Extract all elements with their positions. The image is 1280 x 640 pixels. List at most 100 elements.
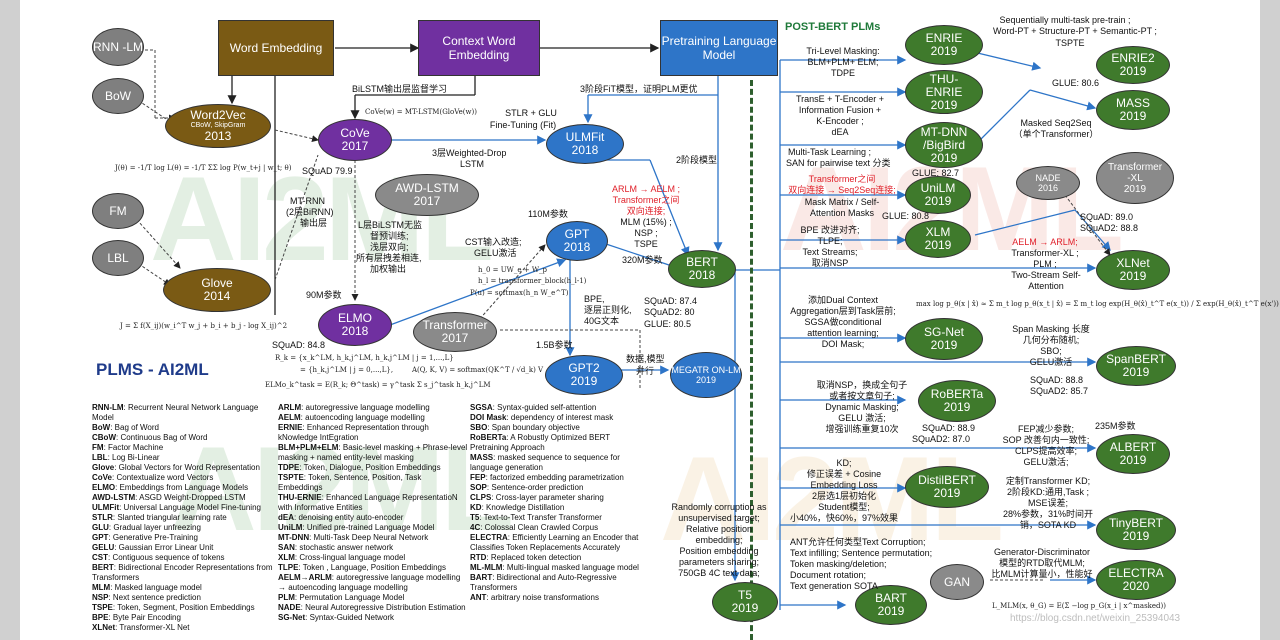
- legend-definition: : Enhanced Representation through kNowle…: [278, 423, 429, 442]
- formula-elmo-2: = {h_k,j^LM | j = 0,...,L},: [300, 366, 394, 374]
- node-roberta-name: RoBERTa: [930, 387, 984, 401]
- note-span-1: Span Masking 长度: [1012, 324, 1090, 334]
- legend-definition: : Bidirectional and Auto-Regressive Tran…: [470, 573, 617, 592]
- node-roberta: RoBERTa 2019: [918, 380, 996, 422]
- node-nade-year: 2016: [1037, 183, 1059, 193]
- note-unilm-4: Attention Masks: [809, 208, 875, 218]
- note-unilm-1: Transformer之间: [808, 174, 876, 184]
- note-xlm-4: 取消NSP: [811, 258, 849, 268]
- legend-definition: : Next sentence prediction: [108, 593, 201, 602]
- note-ernie-2: BLM+PLM+ ELM;: [807, 57, 879, 67]
- note-mt-rnn-3: 输出层: [300, 218, 328, 228]
- note-roberta-squad2: SQuAD2: 87.0: [912, 434, 971, 444]
- node-ernie-year: 2019: [930, 44, 958, 58]
- node-cove: CoVe 2017: [318, 119, 392, 161]
- legend-term: AELM→ARLM: [278, 573, 332, 582]
- note-albert-4: GELU激活;: [1023, 457, 1069, 467]
- node-mass: MASS 2019: [1096, 90, 1170, 130]
- node-awd-lstm-year: 2017: [413, 194, 441, 208]
- formula-elmo-3: ELMo_k^task = E(R_k; Θ^task) = γ^task Σ …: [265, 381, 491, 389]
- note-bert-glue: GLUE: 80.5: [644, 319, 692, 329]
- note-bart-2: Text infilling; Sentence permutation;: [790, 548, 933, 558]
- note-l-bilstm-4: 所有层拽差相连,: [356, 253, 422, 263]
- note-parallel: 并行: [636, 366, 655, 376]
- node-gan: GAN: [930, 564, 984, 600]
- node-t5: T5 2019: [712, 582, 778, 622]
- note-mlm15: MLM (15%) ;: [620, 217, 672, 227]
- node-unilm: UniLM 2019: [905, 176, 971, 214]
- note-sgnet-5: DOI Mask;: [821, 339, 865, 349]
- node-sg-net-year: 2019: [930, 338, 958, 352]
- node-ulmfit-year: 2018: [571, 143, 599, 157]
- legend-term: T5: [470, 513, 480, 522]
- note-albert-1: FEP减少参数;: [1017, 424, 1074, 434]
- legend-term: XLM: [278, 553, 295, 562]
- legend-term: BLM+PLM+ELM: [278, 443, 339, 452]
- legend-term: TSPE: [92, 603, 113, 612]
- note-thu-1: TransE + T-Encoder +: [795, 94, 885, 104]
- legend-entry: FM: Factor Machine: [92, 443, 276, 453]
- node-mass-year: 2019: [1119, 109, 1147, 123]
- note-span-squad2: SQuAD2: 85.7: [1030, 386, 1089, 396]
- legend-term: RoBERTa: [470, 433, 507, 442]
- note-thu-4: dEA: [831, 127, 849, 137]
- legend-definition: : Generative Pre-Training: [108, 533, 198, 542]
- node-bert-year: 2018: [688, 268, 716, 282]
- note-xlnet-squad2: SQuAD2: 88.8: [1080, 223, 1139, 233]
- note-cst: CST输入改造;: [465, 237, 522, 247]
- node-mt-dnn-year: 2019: [930, 150, 958, 165]
- node-glove-name: Glove: [201, 276, 233, 290]
- node-mass-name: MASS: [1115, 96, 1150, 110]
- node-gpt-name: GPT: [564, 227, 590, 241]
- stage-pretraining-label: Pretraining Language Model: [661, 34, 777, 62]
- legend-entry: FEP: factorized embedding parametrizatio…: [470, 473, 650, 483]
- note-xlm-1: BPE 改进对齐;: [800, 225, 860, 235]
- legend-entry: XLNet: Transformer-XL Net: [92, 623, 276, 633]
- legend-column-1: RNN-LM: Recurrent Neural Network Languag…: [92, 403, 276, 633]
- legend-term: ULMFit: [92, 503, 120, 512]
- note-mass-2: （单个Transformer）: [1013, 129, 1099, 139]
- legend-term: ERNIE: [278, 423, 303, 432]
- legend-definition: : arbitrary noise transformations: [486, 593, 599, 602]
- legend-definition: : Syntax-guided self-attention: [492, 403, 597, 412]
- node-bert-name: BERT: [686, 255, 718, 269]
- note-param-110m: 110M参数: [528, 209, 568, 219]
- legend-definition: : Bag of Word: [110, 423, 159, 432]
- legend-entry: STLR: Slanted triangular learning rate: [92, 513, 276, 523]
- note-arlm-aelm: ARLM → AELM ;: [611, 184, 681, 194]
- node-distilbert: DistilBERT 2019: [905, 466, 989, 508]
- legend-entry: RoBERTa: A Robustly Optimized BERT Pretr…: [470, 433, 650, 453]
- note-gelu-act: GELU激活: [474, 248, 517, 258]
- node-gpt2-name: GPT2: [568, 361, 600, 375]
- legend-entry: GELU: Gaussian Error Linear Unit: [92, 543, 276, 553]
- node-word2vec-sub: CBoW, SkipGram: [190, 122, 246, 129]
- formula-elmo-1: R_k = {x_k^LM, h_k,j^LM, h_k,j^LM | j = …: [275, 354, 454, 362]
- note-sgnet-3: SGSA做conditional: [804, 317, 882, 327]
- legend-term: SG-Net: [278, 613, 306, 622]
- legend-definition: : Masked language model: [110, 583, 202, 592]
- legend-definition: : masked sequence to sequence for langua…: [470, 453, 620, 472]
- legend-entry: RTD: Replaced token detection: [470, 553, 650, 563]
- node-bart-year: 2019: [877, 604, 905, 618]
- node-ernie-name: ENRIE: [925, 31, 963, 45]
- legend-term: ML-MLM: [470, 563, 503, 572]
- formula-glove: J = Σ f(X_ij)(w_i^T w_j + b_i + b_j - lo…: [120, 322, 288, 330]
- note-3layer-wd: 3层Weighted-Drop: [432, 148, 507, 158]
- node-nade-name: NADE: [1035, 173, 1061, 183]
- node-xlnet-year: 2019: [1119, 269, 1147, 283]
- formula-gpt-3: P(u) = softmax(h_n W_e^T): [470, 289, 569, 297]
- legend-definition: : denoising entity auto-encoder: [294, 513, 404, 522]
- node-fm: FM: [92, 193, 144, 229]
- node-tinybert-year: 2019: [1122, 529, 1150, 543]
- legend-entry: ANT: arbitrary noise transformations: [470, 593, 650, 603]
- note-stlr-glu: STLR + GLU: [505, 108, 557, 118]
- legend-term: MLM: [92, 583, 111, 592]
- node-word2vec-year: 2013: [204, 129, 232, 143]
- legend-term: BART: [470, 573, 493, 582]
- legend-definition: : factorized embedding parametrization: [485, 473, 624, 482]
- note-t5-3: Relative position: [685, 524, 753, 534]
- legend-term: BoW: [92, 423, 111, 432]
- legend-entry: dEA: denoising entity auto-encoder: [278, 513, 468, 523]
- node-transformer: Transformer 2017: [413, 312, 497, 352]
- note-cove-squad: SQuAD 79.9: [302, 166, 353, 176]
